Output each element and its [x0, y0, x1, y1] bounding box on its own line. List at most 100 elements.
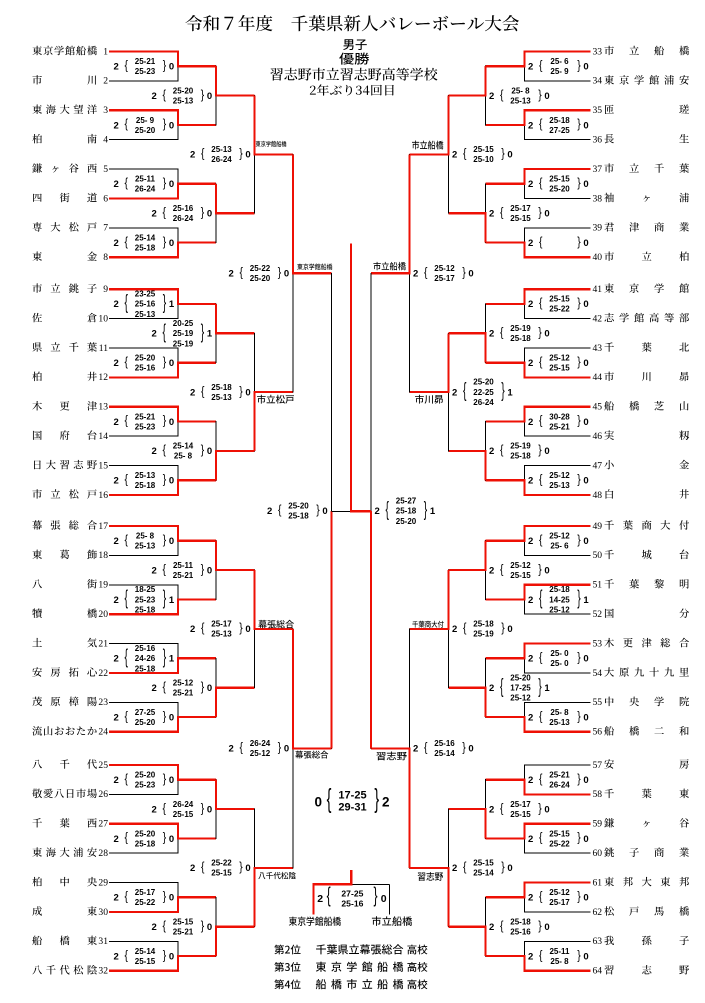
svg-text:}: } [374, 783, 379, 814]
svg-text:25-11: 25-11 [549, 947, 570, 956]
svg-text:2: 2 [452, 150, 457, 161]
svg-text:25-20: 25-20 [135, 354, 156, 363]
svg-text:0: 0 [284, 269, 289, 280]
svg-text:25-20: 25-20 [288, 502, 309, 511]
svg-text:25-20: 25-20 [250, 274, 271, 283]
svg-text:25-18: 25-18 [549, 585, 570, 594]
svg-text:{: { [327, 783, 332, 814]
svg-text:}: } [278, 265, 282, 279]
svg-text:0: 0 [381, 893, 387, 905]
svg-text:}: } [538, 443, 542, 457]
svg-text:14-25: 14-25 [549, 595, 570, 604]
svg-text:26-24: 26-24 [173, 800, 194, 809]
svg-text:2: 2 [229, 269, 234, 280]
svg-text:25- 8: 25- 8 [511, 86, 530, 95]
svg-text:25-18: 25-18 [135, 664, 156, 673]
svg-text:64: 64 [593, 966, 603, 977]
svg-text:25-13: 25-13 [211, 393, 232, 402]
svg-text:{: { [539, 117, 543, 131]
svg-text:{: { [500, 562, 504, 576]
svg-text:{: { [278, 503, 282, 517]
svg-text:{: { [539, 533, 543, 547]
svg-text:17-25: 17-25 [510, 684, 531, 693]
svg-text:}: } [278, 741, 282, 755]
svg-text:0: 0 [207, 209, 212, 220]
svg-text:2: 2 [114, 775, 119, 786]
svg-text:25-12: 25-12 [434, 264, 455, 273]
svg-text:{: { [500, 325, 504, 339]
svg-text:25-18: 25-18 [288, 512, 309, 521]
svg-text:2: 2 [528, 712, 533, 723]
svg-text:25-15: 25-15 [549, 295, 570, 304]
svg-text:2: 2 [528, 62, 533, 73]
svg-text:0: 0 [583, 120, 588, 131]
svg-text:}: } [577, 414, 581, 428]
svg-text:25-12: 25-12 [510, 561, 531, 570]
svg-text:25-10: 25-10 [473, 155, 494, 164]
svg-text:2: 2 [152, 209, 157, 220]
svg-text:0: 0 [169, 712, 174, 723]
svg-text:2: 2 [114, 120, 119, 131]
svg-text:9: 9 [103, 284, 108, 295]
svg-text:63: 63 [593, 936, 603, 947]
svg-text:25-12: 25-12 [250, 749, 271, 758]
svg-text:15: 15 [98, 460, 108, 471]
svg-text:1: 1 [507, 387, 513, 398]
svg-text:21: 21 [98, 638, 108, 649]
svg-text:25-21: 25-21 [135, 57, 156, 66]
svg-text:25-18: 25-18 [510, 918, 531, 927]
svg-text:1: 1 [207, 329, 213, 340]
svg-text:0: 0 [544, 91, 549, 102]
svg-text:{: { [327, 883, 331, 908]
svg-text:2: 2 [528, 358, 533, 369]
svg-text:2: 2 [528, 595, 533, 606]
svg-text:}: } [163, 587, 167, 610]
svg-text:26: 26 [98, 789, 108, 800]
svg-text:}: } [163, 948, 167, 962]
svg-text:{: { [124, 772, 128, 786]
svg-text:2: 2 [114, 299, 119, 310]
svg-text:{: { [463, 380, 467, 403]
svg-text:}: } [577, 587, 581, 610]
svg-text:}: } [538, 88, 542, 102]
svg-text:2: 2 [114, 536, 119, 547]
svg-text:{: { [124, 709, 128, 723]
svg-text:7: 7 [103, 223, 108, 234]
svg-text:25: 25 [98, 760, 108, 771]
svg-text:50: 50 [593, 550, 603, 561]
svg-text:}: } [201, 919, 205, 933]
svg-text:0: 0 [169, 893, 174, 904]
svg-text:25-18: 25-18 [510, 334, 531, 343]
svg-text:0: 0 [245, 387, 250, 398]
svg-text:0: 0 [207, 922, 212, 933]
svg-text:0: 0 [544, 329, 549, 340]
svg-text:2: 2 [190, 863, 195, 874]
svg-text:2: 2 [489, 91, 494, 102]
svg-text:0: 0 [169, 476, 174, 487]
svg-text:27: 27 [98, 819, 108, 830]
svg-text:}: } [201, 321, 205, 344]
svg-text:}: } [501, 621, 505, 635]
svg-text:25-20: 25-20 [549, 185, 570, 194]
svg-text:1: 1 [169, 654, 175, 665]
svg-text:25-18: 25-18 [135, 606, 156, 615]
svg-text:2: 2 [152, 91, 157, 102]
svg-text:}: } [538, 919, 542, 933]
svg-text:25-16: 25-16 [135, 644, 156, 653]
svg-text:}: } [577, 58, 581, 72]
svg-text:12: 12 [98, 372, 108, 383]
svg-text:25- 8: 25- 8 [550, 708, 569, 717]
svg-text:}: } [316, 503, 320, 517]
svg-text:2: 2 [528, 417, 533, 428]
svg-text:25-14: 25-14 [135, 233, 156, 242]
svg-text:{: { [162, 680, 166, 694]
svg-text:{: { [124, 646, 128, 669]
svg-text:26-24: 26-24 [173, 214, 194, 223]
svg-text:0: 0 [169, 120, 174, 131]
svg-text:0: 0 [583, 179, 588, 190]
svg-text:}: } [577, 650, 581, 664]
svg-text:40: 40 [593, 252, 603, 263]
svg-text:2: 2 [528, 536, 533, 547]
svg-text:0: 0 [245, 624, 250, 635]
svg-text:20: 20 [98, 609, 108, 620]
